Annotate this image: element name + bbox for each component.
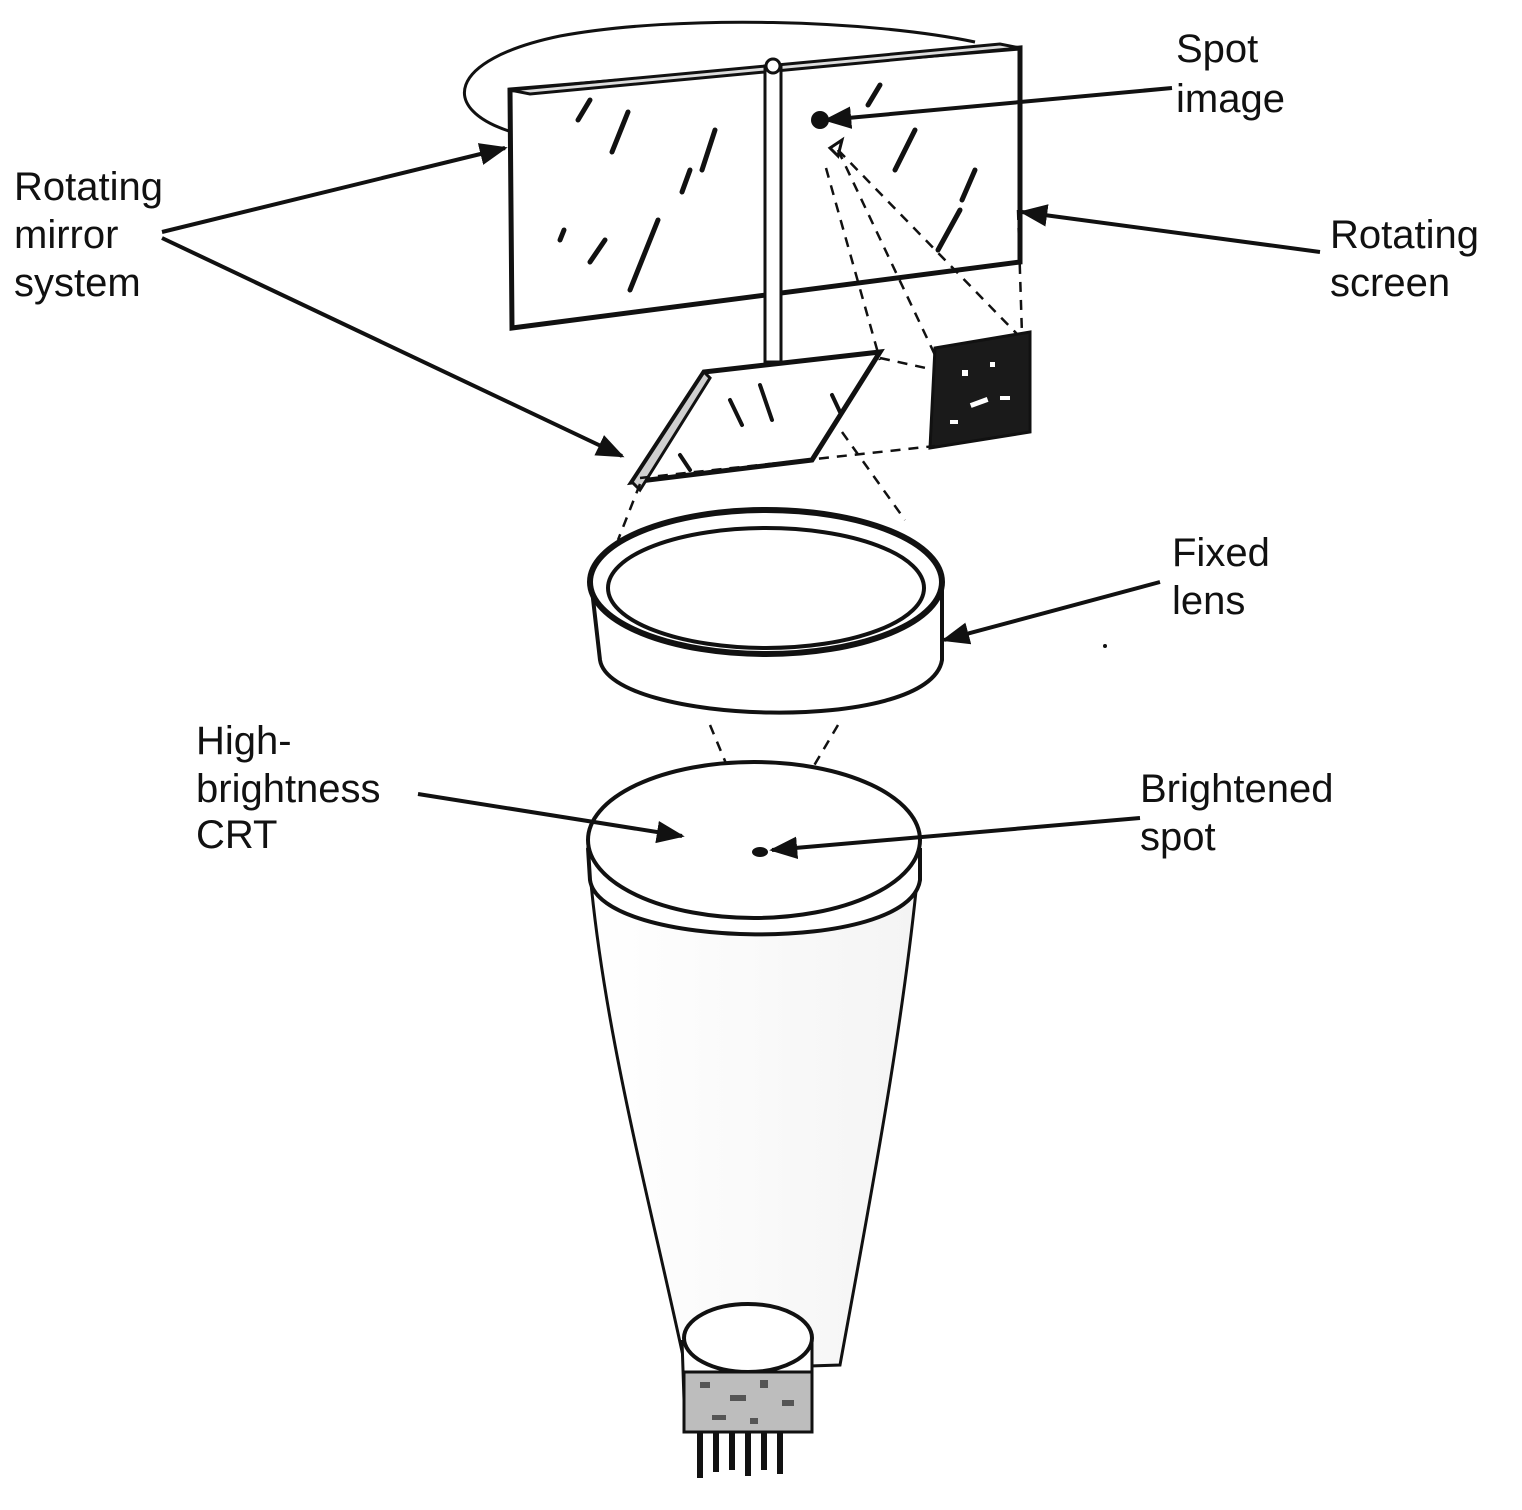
svg-text:CRT: CRT [196,813,277,857]
svg-text:image: image [1176,77,1285,121]
leader-rotating-screen [1019,204,1321,254]
rotating-mirror [626,348,885,493]
svg-text:Brightened: Brightened [1140,767,1333,811]
screen-reflection-streaks [557,82,978,293]
crt-tube [586,760,922,1478]
leader-lines [161,86,1321,859]
label-fixed-lens: Fixed lens [1172,531,1270,623]
leader-fixed-lens [941,580,1161,645]
rotating-screen [462,20,1023,364]
svg-text:Spot: Spot [1176,27,1258,71]
leader-mirror-to-plate [161,236,625,458]
svg-text:Rotating: Rotating [14,165,163,209]
svg-text:system: system [14,261,141,305]
label-brightened-spot: Brightened spot [1140,767,1333,859]
brightened-spot-dot [752,847,768,857]
rotation-shaft [763,64,783,364]
crt-pins [697,1432,783,1478]
svg-text:lens: lens [1172,579,1245,623]
mirror-plate [626,348,885,486]
svg-text:brightness: brightness [196,767,381,811]
label-high-brightness-crt: High- brightness CRT [196,719,381,857]
crt-face [586,760,922,920]
label-rotating-screen: Rotating screen [1330,213,1479,305]
svg-text:Rotating: Rotating [1330,213,1479,257]
label-spot-image: Spot image [1176,27,1285,121]
svg-text:spot: spot [1140,815,1216,859]
label-rotating-mirror-system: Rotating mirror system [14,165,163,305]
leader-crt [417,792,685,844]
rotation-path [462,20,976,134]
projection-box [928,330,1032,450]
svg-text:screen: screen [1330,261,1450,305]
svg-text:Fixed: Fixed [1172,531,1270,575]
leader-mirror-to-screen [161,143,508,234]
svg-text:mirror: mirror [14,213,118,257]
fixed-lens [587,507,945,715]
leader-spot-image [823,86,1173,129]
leader-brightened-spot [769,816,1141,859]
svg-text:High-: High- [196,719,292,763]
